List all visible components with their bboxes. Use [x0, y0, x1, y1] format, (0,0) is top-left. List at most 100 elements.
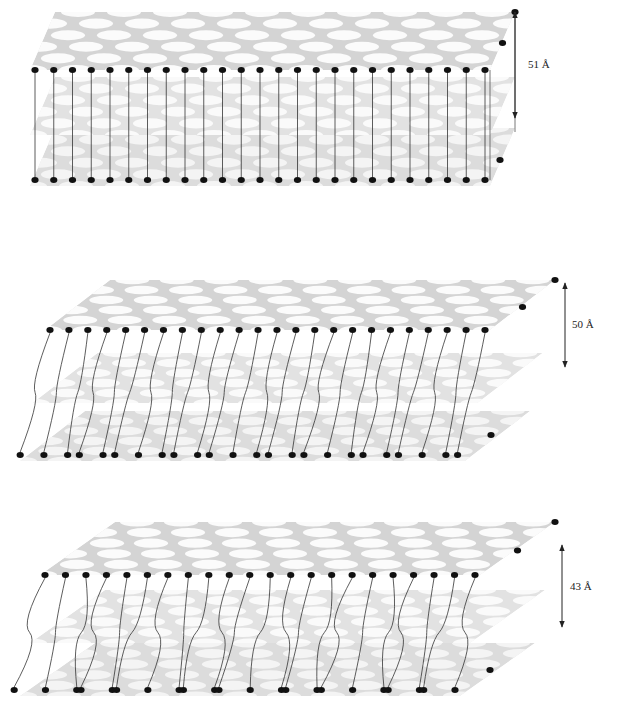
surface-pattern — [359, 457, 393, 466]
surface-pattern — [317, 53, 351, 63]
head-group — [359, 452, 366, 458]
surface-pattern — [0, 130, 1, 140]
surface-pattern — [178, 296, 212, 305]
head-group — [451, 572, 458, 578]
head-group — [385, 687, 392, 693]
surface-pattern — [483, 447, 517, 456]
surface-pattern — [511, 146, 545, 156]
head-group — [395, 452, 402, 458]
lipid-tail — [198, 333, 221, 452]
surface-pattern — [125, 84, 159, 94]
head-group — [198, 327, 205, 333]
head-group — [349, 572, 356, 578]
surface-pattern — [5, 146, 39, 156]
surface-pattern — [0, 379, 31, 388]
surface-pattern — [530, 539, 564, 548]
surface-pattern — [0, 399, 5, 408]
head-group — [238, 177, 245, 183]
surface-pattern — [267, 296, 301, 305]
surface-pattern — [391, 42, 425, 52]
surface-pattern — [355, 19, 389, 29]
surface-pattern — [33, 670, 67, 679]
surface-pattern — [409, 169, 443, 179]
surface-pattern — [374, 585, 408, 594]
surface-pattern — [222, 539, 256, 548]
surface-pattern — [376, 427, 410, 436]
head-group — [206, 452, 213, 458]
surface-pattern — [391, 158, 425, 168]
surface-pattern — [15, 72, 49, 82]
surface-pattern — [401, 19, 435, 29]
surface-pattern — [258, 286, 292, 295]
surface-pattern — [416, 399, 450, 408]
surface-pattern — [54, 306, 88, 315]
head-group — [442, 452, 449, 458]
surface-pattern — [144, 417, 178, 426]
head-group — [31, 177, 38, 183]
surface-pattern — [255, 369, 289, 378]
surface-pattern — [383, 72, 417, 82]
surface-pattern — [77, 670, 111, 679]
head-group — [64, 452, 71, 458]
surface-pattern — [409, 53, 443, 63]
surface-pattern — [112, 359, 146, 368]
surface-pattern — [0, 326, 18, 335]
dimension-arrow — [562, 545, 563, 627]
surface-pattern — [287, 427, 321, 436]
surface-pattern — [80, 607, 114, 616]
surface-pattern — [287, 570, 321, 579]
surface-pattern — [469, 596, 503, 605]
surface-pattern — [134, 296, 168, 305]
head-group — [125, 177, 132, 183]
head-group — [462, 327, 469, 333]
surface-pattern — [391, 107, 425, 117]
surface-pattern — [378, 660, 412, 669]
surface-pattern — [107, 7, 141, 17]
surface-pattern — [6, 628, 40, 637]
surface-pattern — [375, 316, 409, 325]
surface-pattern — [137, 457, 171, 466]
surface-pattern — [345, 42, 379, 52]
surface-pattern — [0, 118, 29, 128]
surface-fill — [30, 77, 515, 135]
head-group — [103, 572, 110, 578]
surface-pattern — [286, 316, 320, 325]
surface-pattern — [419, 570, 453, 579]
surface-pattern — [0, 169, 29, 179]
surface-pattern — [79, 19, 113, 29]
surface-pattern — [508, 316, 542, 325]
membrane-surface — [0, 7, 555, 75]
lipid-tail — [44, 333, 69, 452]
head-group — [551, 277, 558, 283]
surface-pattern — [97, 549, 131, 558]
surface-pattern — [516, 517, 550, 526]
surface-pattern — [217, 19, 251, 29]
head-group — [425, 327, 432, 333]
surface-pattern — [330, 316, 364, 325]
surface-pattern — [277, 638, 311, 647]
head-group — [111, 452, 118, 458]
surface-pattern — [355, 135, 389, 145]
surface-pattern — [401, 296, 435, 305]
surface-pattern — [503, 349, 537, 358]
surface-pattern — [208, 517, 242, 526]
surface-pattern — [97, 146, 131, 156]
membrane-surface — [0, 638, 574, 700]
surface-pattern — [236, 349, 270, 358]
surface-pattern — [147, 349, 181, 358]
surface-pattern — [520, 607, 554, 616]
surface-pattern — [13, 181, 47, 191]
surface-pattern — [466, 660, 500, 669]
lipid-tail — [316, 73, 317, 177]
surface-pattern — [251, 326, 285, 335]
head-group — [180, 687, 187, 693]
head-group — [113, 687, 120, 693]
surface-pattern — [171, 135, 205, 145]
surface-pattern — [370, 349, 404, 358]
surface-pattern — [189, 638, 223, 647]
surface-pattern — [453, 638, 487, 647]
surface-pattern — [125, 135, 159, 145]
head-group — [289, 452, 296, 458]
surface-pattern — [151, 649, 185, 658]
surface-fill — [20, 411, 530, 461]
